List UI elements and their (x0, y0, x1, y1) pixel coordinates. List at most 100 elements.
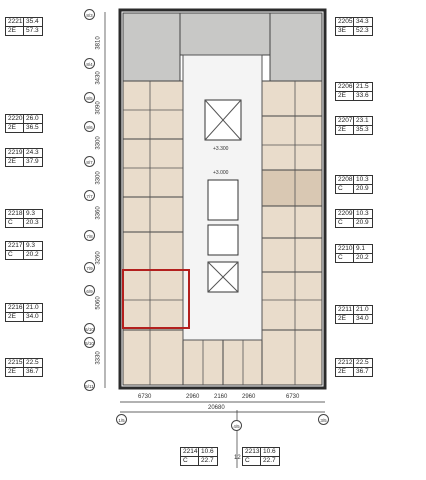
unit-area2: 36.7 (356, 368, 369, 375)
partitions (123, 81, 322, 385)
unit-area2: 20.2 (356, 254, 369, 261)
unit-type: 3E (336, 27, 354, 35)
unit-2209-fill (261, 205, 323, 239)
unit-2208-fill (261, 169, 323, 207)
unit-id: 2212 (338, 359, 354, 367)
axis-marker: 5/11 (84, 380, 95, 391)
unit-area: 21.0 (356, 306, 369, 313)
unit-area2: 36.7 (26, 368, 39, 375)
dim-bottom: 2960 (186, 394, 200, 400)
highlighted-unit-2216 (122, 269, 190, 329)
dim-bottom: 6730 (286, 394, 300, 400)
unit-area2: 37.9 (26, 158, 39, 165)
unit-type: 2E (336, 92, 354, 100)
axis-marker: 8/5 (84, 92, 95, 103)
unit-id: 2217 (8, 242, 24, 250)
unit-area2: 52.3 (356, 27, 369, 34)
unit-id: 2216 (8, 304, 24, 312)
unit-2217-fill (122, 231, 184, 271)
unit-id: 2215 (8, 359, 24, 367)
axis-marker: 8/7 (84, 156, 95, 167)
core-lift-1 (207, 179, 239, 221)
unit-id: 2213 (245, 448, 261, 456)
unit-id: 2214 (183, 448, 199, 456)
unit-area: 22.5 (356, 359, 369, 366)
dim-total-width: 20680 (208, 405, 225, 411)
unit-area: 10.3 (356, 176, 369, 183)
unit-2218-fill (122, 196, 184, 233)
unit-id: 2218 (8, 210, 24, 218)
unit-area2: 20.9 (356, 219, 369, 226)
unit-area2: 20.2 (26, 251, 39, 258)
dim-bottom: 6730 (138, 394, 152, 400)
unit-type: C (336, 219, 354, 227)
unit-id: 2209 (338, 210, 354, 218)
axis-marker: 8/6 (84, 121, 95, 132)
unit-id: 2211 (336, 306, 354, 314)
unit-id: 2207 (338, 117, 354, 125)
unit-area2: 36.5 (26, 124, 39, 131)
unit-id: 2205 (338, 18, 354, 26)
dim-left: 3330 (95, 351, 102, 365)
unit-2205-fill (269, 12, 323, 82)
axis-marker: 8/3 (84, 9, 95, 20)
unit-area2: 22.7 (201, 457, 214, 464)
lift-mark: +3.000 (213, 170, 229, 176)
unit-type: 2E (336, 368, 354, 376)
unit-area2: 20.9 (356, 185, 369, 192)
core-lift-2 (207, 224, 239, 256)
unit-id: 2208 (338, 176, 354, 184)
axis-marker: 7/9 (84, 262, 95, 273)
unit-area: 9.1 (356, 245, 366, 252)
unit-type: 2E (6, 158, 24, 166)
axis-marker: 7/8 (84, 230, 95, 241)
unit-type: C (243, 457, 261, 465)
dim-left: 5060 (95, 296, 102, 310)
dim-bottom: 2160 (214, 394, 228, 400)
unit-area: 10.6 (263, 448, 276, 455)
unit-2221-fill (122, 12, 181, 82)
lift-mark: +3.300 (213, 146, 229, 152)
unit-id: 2220 (8, 115, 24, 123)
unit-area2: 33.6 (356, 92, 369, 99)
unit-type: C (336, 254, 354, 262)
unit-type: C (6, 251, 24, 259)
axis-marker: 7/7 (84, 190, 95, 201)
unit-area: 34.3 (356, 18, 369, 25)
dim-left: 3300 (95, 171, 102, 185)
unit-area2: 22.7 (263, 457, 276, 464)
axis-marker: 8/4 (84, 58, 95, 69)
unit-area2: 20.3 (26, 219, 39, 226)
unit-area: 23.1 (356, 117, 369, 124)
axis-marker-bottom: 1/5 (116, 414, 127, 425)
unit-id: 2210 (338, 245, 354, 253)
unit-area: 9.3 (26, 242, 36, 249)
unit-area: 21.0 (26, 304, 39, 311)
unit-id: 2221 (8, 18, 24, 26)
dim-bottom: 2960 (242, 394, 256, 400)
dim-left: 3360 (95, 206, 102, 220)
axis-marker: 6/9 (84, 285, 95, 296)
axis-marker-bottom: 3/5 (318, 414, 329, 425)
unit-2210-fill (261, 237, 323, 273)
unit-id: 2206 (338, 83, 354, 91)
unit-area: 21.5 (356, 83, 369, 90)
unit-type: 2E (6, 313, 24, 321)
unit-2215-fill (122, 329, 184, 386)
unit-area2: 57.3 (26, 27, 39, 34)
unit-id: 2219 (8, 149, 24, 157)
